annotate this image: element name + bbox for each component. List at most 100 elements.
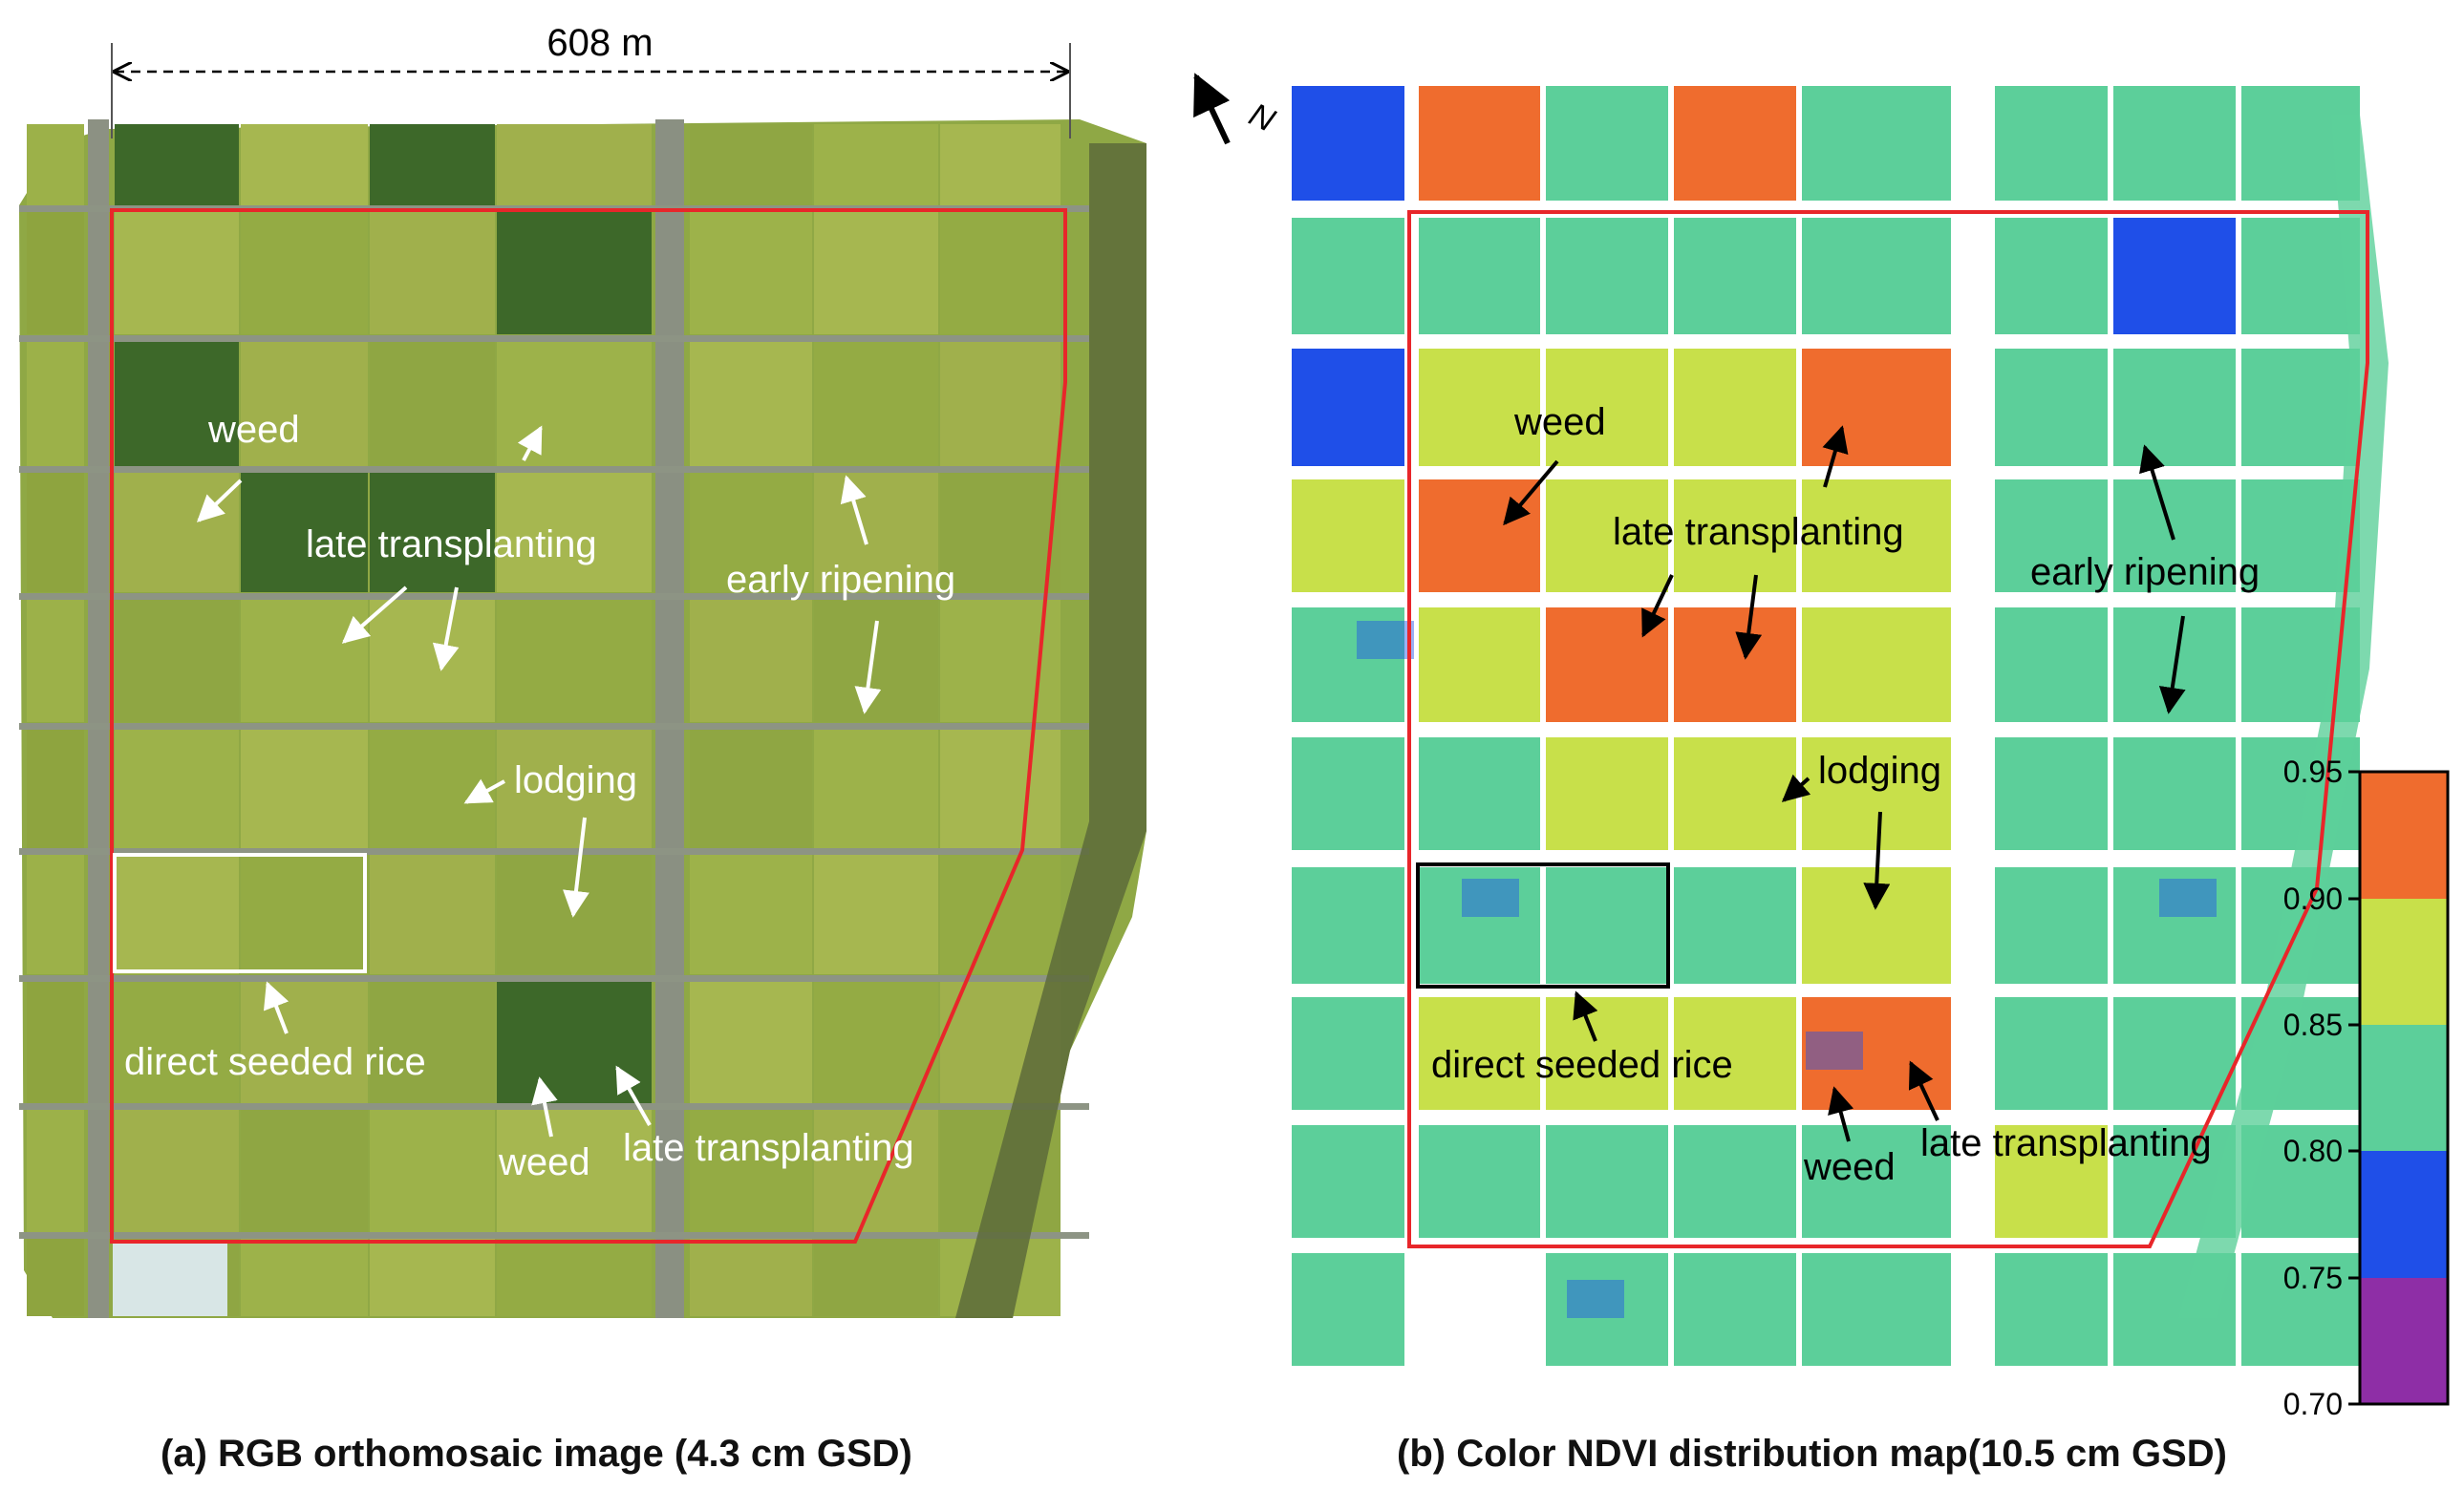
ndvi-arrow-early-1 xyxy=(2139,444,2175,541)
legend-tick-label-3: 0.80 xyxy=(2283,1134,2343,1168)
rgb-field-plot xyxy=(241,854,368,974)
ndvi-field-plot xyxy=(1546,737,1668,850)
rgb-field-plot xyxy=(241,124,368,205)
ndvi-arrow-late-top-1 xyxy=(1822,425,1849,488)
ndvi-field-plot xyxy=(1419,1125,1540,1238)
rgb-field-plot xyxy=(370,854,495,974)
ndvi-field-plot xyxy=(1802,349,1951,466)
rgb-field-plot xyxy=(27,982,84,1103)
ndvi-field-plot xyxy=(1292,1253,1404,1366)
rgb-direct-seeded-highlight xyxy=(113,853,367,973)
rgb-field-plot xyxy=(814,1110,938,1232)
ndvi-field-plot xyxy=(1802,1125,1951,1238)
rgb-label-direct: direct seeded rice xyxy=(124,1041,426,1083)
rgb-field-plot xyxy=(115,982,239,1103)
ndvi-field-plot xyxy=(1995,867,2108,984)
rgb-annotations: weed late transplanting early ripening l… xyxy=(124,409,955,1183)
rgb-field-plot xyxy=(370,730,495,848)
rgb-field-plot xyxy=(814,982,938,1103)
ndvi-label-early: early ripening xyxy=(2030,551,2260,593)
ndvi-field-plot xyxy=(1419,218,1540,334)
rgb-field-plot xyxy=(690,730,812,848)
rgb-field-plot xyxy=(27,600,84,722)
ndvi-field-plot xyxy=(1292,607,1404,722)
ndvi-field-plot xyxy=(1292,218,1404,334)
ndvi-caption: (b) Color NDVI distribution map(10.5 cm … xyxy=(1397,1433,2227,1475)
ndvi-field-plot xyxy=(1995,349,2108,466)
rgb-field-plot xyxy=(27,472,84,592)
rgb-field-plot xyxy=(370,472,495,592)
rgb-greenhouse xyxy=(113,1242,227,1316)
rgb-field-plot xyxy=(690,854,812,974)
ndvi-field-plot xyxy=(1995,1253,2108,1366)
ndvi-field-plot xyxy=(2113,737,2236,850)
rgb-label-weed-top: weed xyxy=(207,409,300,451)
ndvi-label-late-bottom: late transplanting xyxy=(1920,1122,2212,1164)
north-arrow: N xyxy=(1193,73,1280,145)
ndvi-field-plot xyxy=(1546,867,1668,984)
rgb-arrow-lodging-1 xyxy=(463,778,505,804)
rgb-field-plot xyxy=(940,472,1061,592)
rgb-field-plot xyxy=(690,212,812,334)
rgb-field-plot xyxy=(940,342,1061,466)
ndvi-low-patch xyxy=(1462,879,1519,917)
rgb-field-plot xyxy=(940,212,1061,334)
rgb-field-plot xyxy=(814,342,938,466)
rgb-field-plot xyxy=(27,854,84,974)
rgb-field-plot xyxy=(370,124,495,205)
rgb-arrow-late-top-1 xyxy=(517,425,543,461)
scale-bar-label: 608 m xyxy=(546,22,653,64)
ndvi-low-patch xyxy=(1357,621,1414,659)
rgb-field-plot xyxy=(497,212,652,334)
ndvi-field-plot xyxy=(1546,86,1668,201)
rgb-arrow-weed-bottom xyxy=(531,1076,558,1138)
rgb-panel: 608 m weed late transplanting early ripe… xyxy=(19,22,1146,1318)
rgb-label-lodging: lodging xyxy=(514,759,637,801)
rgb-arrow-early-1 xyxy=(840,475,868,545)
rgb-field-plot xyxy=(241,1110,368,1232)
ndvi-field-plot xyxy=(1292,737,1404,850)
rgb-field-plot xyxy=(115,600,239,722)
ndvi-field-plot xyxy=(2113,479,2236,592)
rgb-label-late-bottom: late transplanting xyxy=(623,1127,914,1169)
ndvi-arrow-late-bottom xyxy=(1908,1060,1939,1121)
ndvi-field-plot xyxy=(1674,349,1796,466)
ndvi-field-plot xyxy=(1419,479,1540,592)
ndvi-annotations: weed late transplanting early ripening l… xyxy=(1431,401,2260,1188)
ndvi-field-plot xyxy=(2113,997,2236,1110)
ndvi-field-plot xyxy=(1292,479,1404,592)
legend-band-4 xyxy=(2360,1278,2448,1404)
legend-frame xyxy=(2358,770,2450,1406)
rgb-road-vertical-center xyxy=(655,119,684,1318)
rgb-label-early: early ripening xyxy=(726,559,955,601)
ndvi-field-plot xyxy=(1674,737,1796,850)
ndvi-field-plot xyxy=(1802,607,1951,722)
rgb-road-horizontal xyxy=(19,1232,1089,1239)
ndvi-field-plot xyxy=(2241,1253,2360,1366)
rgb-field-plot xyxy=(370,600,495,722)
ndvi-low-patch xyxy=(2159,879,2217,917)
ndvi-arrow-early-2 xyxy=(2158,615,2186,714)
rgb-label-late-top: late transplanting xyxy=(306,523,597,565)
ndvi-field-plot xyxy=(2113,86,2236,201)
rgb-field-plot xyxy=(27,1110,84,1232)
rgb-field-plot xyxy=(690,600,812,722)
rgb-field-plot xyxy=(115,730,239,848)
rgb-field-plot xyxy=(814,600,938,722)
ndvi-field-plot xyxy=(1674,479,1796,592)
rgb-field-plot xyxy=(497,730,652,848)
ndvi-field-plot xyxy=(1995,1125,2108,1238)
ndvi-low-patch xyxy=(1333,105,1390,143)
rgb-field-plot xyxy=(497,600,652,722)
rgb-field-plot xyxy=(115,342,239,466)
rgb-field-plot xyxy=(497,342,652,466)
ndvi-direct-seeded-highlight xyxy=(1416,862,1670,989)
ndvi-field-plot xyxy=(1419,86,1540,201)
ndvi-field-plot xyxy=(1419,997,1540,1110)
ndvi-arrow-weed-bottom xyxy=(1828,1086,1854,1142)
ndvi-field-plot xyxy=(1419,737,1540,850)
rgb-field-plot xyxy=(241,982,368,1103)
rgb-field-plot xyxy=(370,982,495,1103)
ndvi-field-plot xyxy=(1546,1253,1668,1366)
